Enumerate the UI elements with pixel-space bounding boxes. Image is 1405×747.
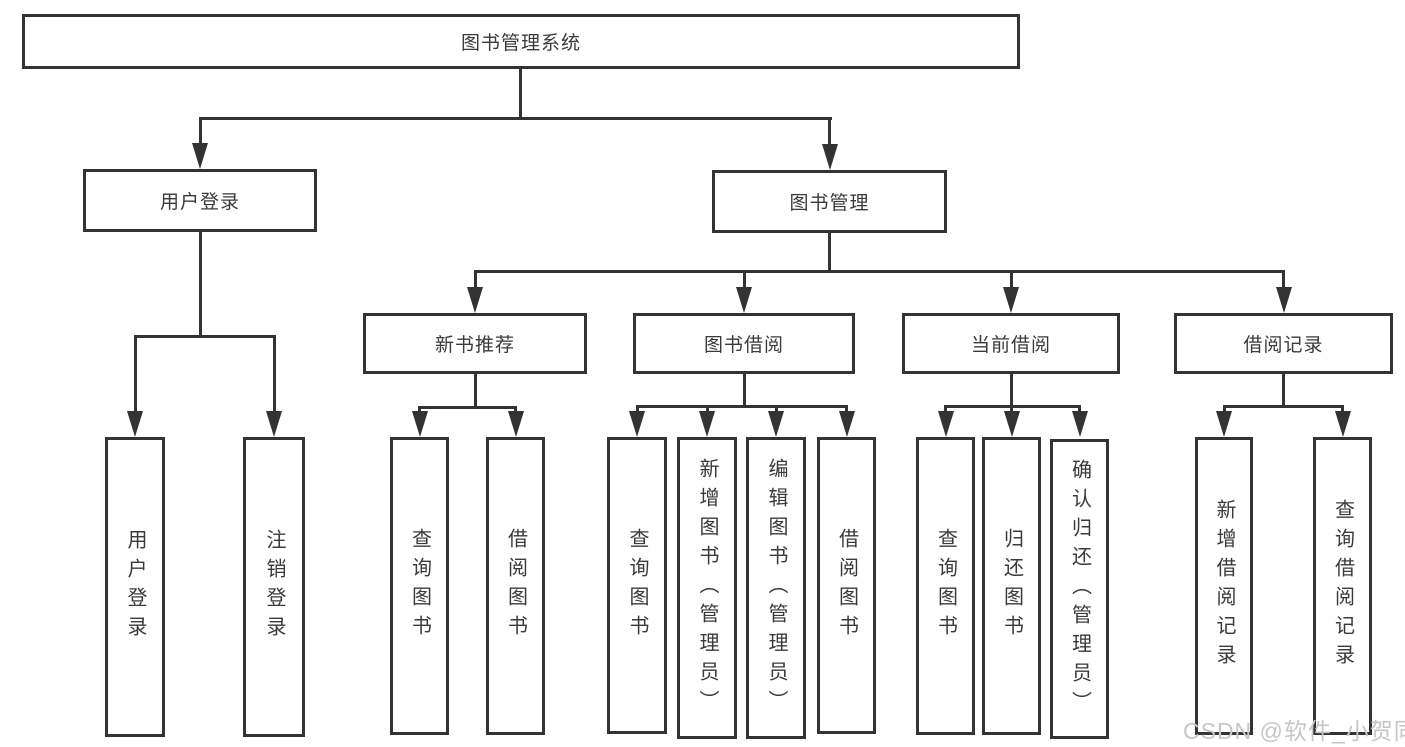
node-current-borrow: 当前借阅	[902, 313, 1120, 374]
leaf-label: 借阅图书	[504, 528, 527, 644]
arrow-down-icon	[507, 411, 524, 437]
arrow-down-icon	[629, 411, 645, 437]
connector-vline	[198, 117, 202, 145]
leaf-add-borrow-record: 新增借阅记录	[1195, 437, 1253, 735]
node-label: 借阅记录	[1243, 335, 1324, 356]
connector-vline	[1222, 405, 1226, 413]
leaf-label: 确认归还（管理员）	[1068, 458, 1091, 720]
leaf-label: 新增图书（管理员）	[696, 457, 718, 719]
connector-vline	[742, 270, 746, 289]
connector-vline	[742, 374, 746, 405]
leaf-confirm-return-admin: 确认归还（管理员）	[1050, 439, 1109, 739]
arrow-down-icon	[699, 411, 715, 437]
leaf-add-book-admin: 新增图书（管理员）	[677, 437, 737, 739]
connector-vline	[1282, 374, 1285, 405]
node-label: 图书借阅	[703, 335, 784, 356]
leaf-label: 新增借阅记录	[1213, 499, 1235, 673]
arrow-down-icon	[1071, 411, 1088, 437]
connector-hline	[133, 335, 276, 338]
node-book-borrow: 图书借阅	[633, 313, 855, 374]
leaf-edit-book-admin: 编辑图书（管理员）	[746, 437, 806, 739]
connector-hline	[418, 406, 517, 409]
connector-vline	[518, 69, 522, 117]
leaf-query-books-current: 查询图书	[916, 437, 975, 735]
connector-vline	[418, 406, 421, 414]
leaf-label: 编辑图书（管理员）	[765, 457, 787, 719]
leaf-label: 查询图书	[408, 528, 431, 644]
arrow-down-icon	[1275, 287, 1292, 313]
connector-vline	[635, 405, 639, 413]
leaf-label: 查询图书	[626, 527, 648, 644]
leaf-borrow-books-rec: 借阅图书	[486, 437, 545, 735]
node-label: 用户登录	[159, 192, 240, 213]
node-label: 当前借阅	[970, 335, 1051, 356]
connector-hline	[473, 270, 1285, 273]
connector-vline	[1010, 405, 1013, 413]
arrow-down-icon	[467, 287, 483, 313]
leaf-label: 归还图书	[1000, 528, 1023, 644]
connector-vline	[133, 335, 137, 413]
leaf-label: 借阅图书	[835, 527, 858, 644]
connector-vline	[1341, 405, 1344, 413]
node-label: 新书推荐	[434, 335, 515, 356]
connector-hline	[1222, 405, 1344, 408]
arrow-down-icon	[192, 143, 208, 169]
watermark: CSDN @软件_小贺同学	[1183, 718, 1405, 744]
connector-vline	[1009, 374, 1013, 405]
connector-hline	[635, 405, 848, 408]
arrow-down-icon	[127, 411, 143, 437]
connector-vline	[828, 117, 831, 145]
connector-vline	[1078, 405, 1081, 413]
arrow-down-icon	[266, 411, 282, 437]
node-label: 图书管理	[789, 193, 870, 214]
leaf-query-books-rec: 查询图书	[390, 437, 449, 735]
connector-vline	[705, 405, 709, 413]
arrow-down-icon	[821, 144, 838, 170]
arrow-down-icon	[768, 411, 784, 437]
connector-vline	[198, 232, 202, 335]
connector-vline	[473, 374, 477, 406]
leaf-borrow-books: 借阅图书	[817, 437, 876, 734]
leaf-label: 查询图书	[934, 528, 957, 644]
node-book-mgmt: 图书管理	[712, 170, 947, 233]
connector-vline	[473, 270, 477, 289]
connector-vline	[774, 405, 778, 413]
leaf-label: 用户登录	[124, 529, 146, 645]
connector-hline	[198, 117, 832, 120]
node-borrow-record: 借阅记录	[1174, 313, 1393, 374]
connector-vline	[272, 335, 276, 413]
connector-vline	[845, 405, 848, 413]
arrow-down-icon	[1334, 411, 1351, 437]
leaf-query-books-borrow: 查询图书	[607, 437, 667, 734]
connector-vline	[1282, 270, 1285, 289]
leaf-return-book: 归还图书	[982, 437, 1041, 735]
connector-vline	[1009, 270, 1013, 289]
leaf-logout: 注销登录	[243, 437, 305, 737]
arrow-down-icon	[1003, 287, 1019, 313]
arrow-down-icon	[937, 411, 954, 437]
node-user-login: 用户登录	[83, 169, 317, 232]
leaf-label: 注销登录	[263, 529, 285, 645]
connector-vline	[944, 405, 947, 413]
leaf-user-login: 用户登录	[105, 437, 165, 737]
leaf-query-borrow-record: 查询借阅记录	[1313, 437, 1372, 735]
arrow-down-icon	[736, 287, 752, 313]
node-new-book-rec: 新书推荐	[363, 313, 587, 374]
arrow-down-icon	[1003, 411, 1020, 437]
arrow-down-icon	[838, 411, 855, 437]
node-root: 图书管理系统	[22, 14, 1020, 69]
arrow-down-icon	[1216, 411, 1232, 437]
leaf-label: 查询借阅记录	[1331, 499, 1354, 673]
connector-vline	[828, 233, 831, 270]
node-label: 图书管理系统	[460, 33, 581, 54]
connector-vline	[514, 406, 517, 414]
arrow-down-icon	[411, 411, 428, 437]
